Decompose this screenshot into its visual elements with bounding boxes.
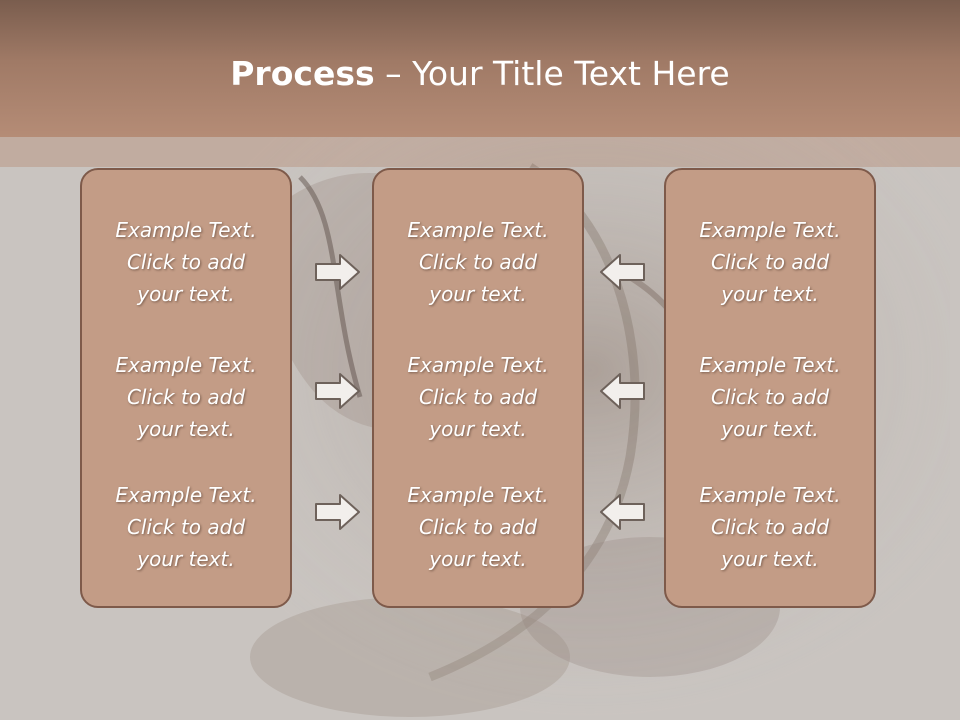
text-line: your text. bbox=[137, 417, 235, 441]
text-line: Click to add bbox=[710, 385, 830, 409]
process-panel-middle[interactable]: Example Text. Click to add your text. Ex… bbox=[372, 168, 584, 608]
text-line: Click to add bbox=[710, 515, 830, 539]
slide-title-bold: Process bbox=[230, 54, 375, 93]
panel-text-block[interactable]: Example Text. Click to add your text. bbox=[666, 349, 874, 445]
left-arrow-icon bbox=[600, 373, 645, 409]
text-line: Example Text. bbox=[407, 483, 549, 507]
text-line: your text. bbox=[429, 547, 527, 571]
text-line: Example Text. bbox=[699, 218, 841, 242]
text-line: Click to add bbox=[126, 250, 246, 274]
process-panel-right[interactable]: Example Text. Click to add your text. Ex… bbox=[664, 168, 876, 608]
text-line: Click to add bbox=[126, 515, 246, 539]
panel-text-block[interactable]: Example Text. Click to add your text. bbox=[82, 479, 290, 575]
slide-title[interactable]: Process – Your Title Text Here bbox=[0, 54, 960, 94]
panel-text-block[interactable]: Example Text. Click to add your text. bbox=[374, 349, 582, 445]
text-line: Example Text. bbox=[407, 353, 549, 377]
panel-text-block[interactable]: Example Text. Click to add your text. bbox=[666, 479, 874, 575]
left-arrow-icon bbox=[600, 254, 645, 290]
text-line: your text. bbox=[429, 282, 527, 306]
right-arrow-icon bbox=[315, 254, 360, 290]
text-line: Click to add bbox=[126, 385, 246, 409]
right-arrow-icon bbox=[315, 373, 360, 409]
text-line: Example Text. bbox=[115, 353, 257, 377]
right-arrow-icon bbox=[315, 494, 360, 530]
text-line: your text. bbox=[721, 282, 819, 306]
text-line: Example Text. bbox=[699, 483, 841, 507]
text-line: your text. bbox=[137, 547, 235, 571]
title-banner bbox=[0, 0, 960, 137]
left-arrow-icon bbox=[600, 494, 645, 530]
slide-title-rest: – Your Title Text Here bbox=[374, 54, 730, 93]
panel-text-block[interactable]: Example Text. Click to add your text. bbox=[374, 479, 582, 575]
panel-text-block[interactable]: Example Text. Click to add your text. bbox=[82, 349, 290, 445]
text-line: your text. bbox=[137, 282, 235, 306]
text-line: your text. bbox=[721, 417, 819, 441]
text-line: Example Text. bbox=[407, 218, 549, 242]
text-line: Example Text. bbox=[115, 218, 257, 242]
text-line: Example Text. bbox=[115, 483, 257, 507]
text-line: Click to add bbox=[418, 515, 538, 539]
panel-text-block[interactable]: Example Text. Click to add your text. bbox=[374, 214, 582, 310]
process-panel-left[interactable]: Example Text. Click to add your text. Ex… bbox=[80, 168, 292, 608]
text-line: Click to add bbox=[418, 250, 538, 274]
panel-text-block[interactable]: Example Text. Click to add your text. bbox=[666, 214, 874, 310]
text-line: your text. bbox=[721, 547, 819, 571]
text-line: Click to add bbox=[710, 250, 830, 274]
text-line: your text. bbox=[429, 417, 527, 441]
text-line: Example Text. bbox=[699, 353, 841, 377]
panel-text-block[interactable]: Example Text. Click to add your text. bbox=[82, 214, 290, 310]
text-line: Click to add bbox=[418, 385, 538, 409]
